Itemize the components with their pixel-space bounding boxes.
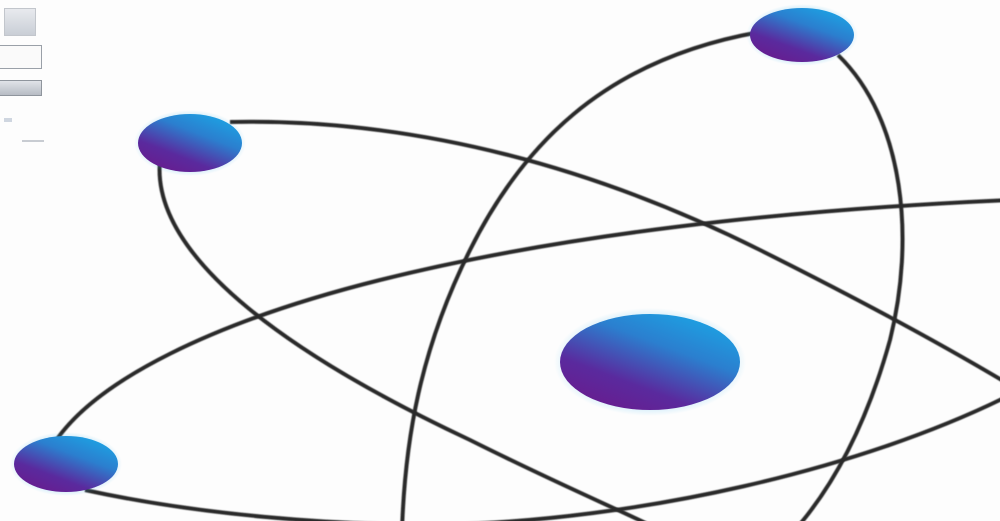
orbit-ring-2-right (795, 55, 903, 521)
electron-icon (746, 4, 858, 66)
orbit-ring-2-left (402, 32, 760, 521)
orbit-ring-3-upper (50, 200, 1000, 450)
nucleus-icon (554, 308, 746, 416)
electron-icon (10, 432, 122, 496)
electron-icon (134, 110, 246, 176)
